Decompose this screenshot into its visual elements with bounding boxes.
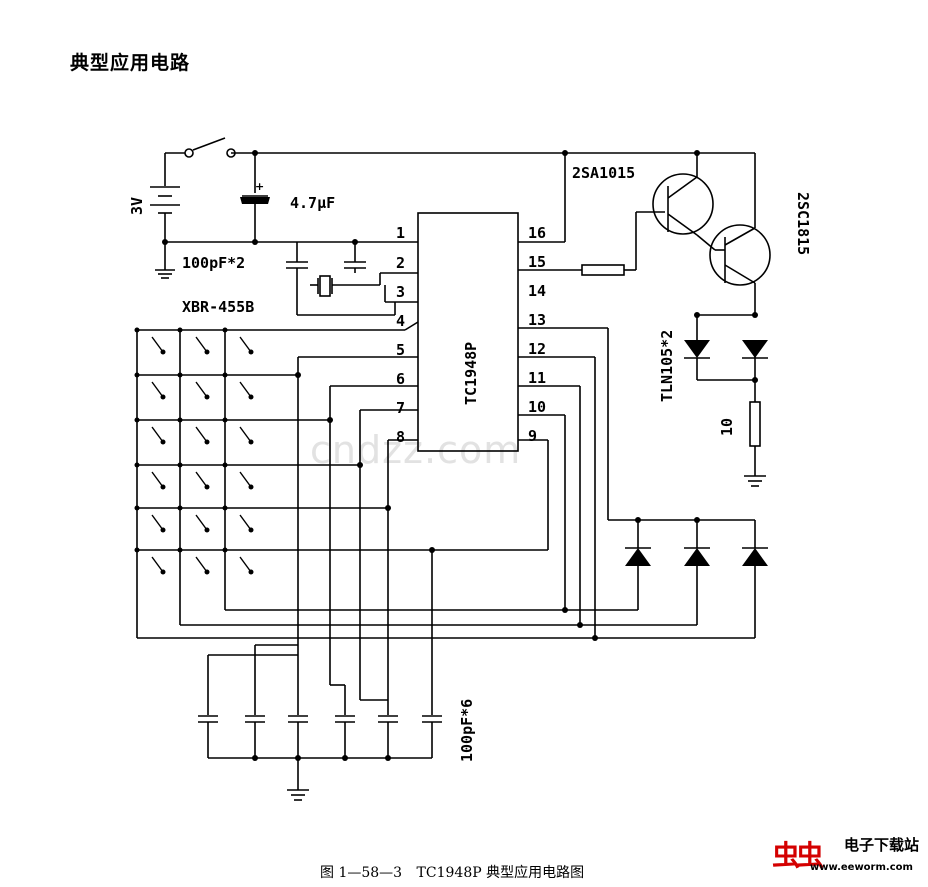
pin-3: 3 <box>396 283 405 301</box>
figure-number: 图 1—58—3 <box>320 865 403 881</box>
page-title: 典型应用电路 <box>70 52 191 74</box>
logo-text: 电子下载站 <box>844 836 920 854</box>
battery-label: 3V <box>128 197 146 215</box>
pin-12: 12 <box>528 340 546 358</box>
ic-name: TC1948P <box>462 342 480 405</box>
logo-url: www.eeworm.com <box>810 862 913 873</box>
npn-label: 2SC1815 <box>794 192 812 255</box>
pin-7: 7 <box>396 399 405 417</box>
pin-5: 5 <box>396 341 405 359</box>
resonator-label: XBR-455B <box>182 298 254 316</box>
pin-16: 16 <box>528 224 546 242</box>
pin-9: 9 <box>528 427 537 445</box>
figure-caption: 图 1—58—3 TC1948P 典型应用电路图 <box>320 862 594 882</box>
pin-8: 8 <box>396 428 405 446</box>
resistor-label: 10 <box>718 418 736 436</box>
cap-pair-label: 100pF*2 <box>182 254 245 272</box>
logo-mark: 虫虫 <box>772 839 824 872</box>
pin-2: 2 <box>396 254 405 272</box>
cap-main-label: 4.7μF <box>290 194 335 212</box>
pin-13: 13 <box>528 311 546 329</box>
pnp-label: 2SA1015 <box>572 164 635 182</box>
pin-10: 10 <box>528 398 546 416</box>
cap-bank-label: 100pF*6 <box>458 699 476 762</box>
pin-4: 4 <box>396 312 405 330</box>
figure-title: TC1948P 典型应用电路图 <box>416 865 585 881</box>
pin-11: 11 <box>528 369 546 387</box>
pin-6: 6 <box>396 370 405 388</box>
led-label: TLN105*2 <box>658 330 676 402</box>
site-logo[interactable]: 虫虫 电子下载站 www.eeworm.com <box>772 828 924 880</box>
svg-text:+: + <box>255 180 264 193</box>
pin-1: 1 <box>396 224 405 242</box>
pin-15: 15 <box>528 253 546 271</box>
pin-14: 14 <box>528 282 546 300</box>
